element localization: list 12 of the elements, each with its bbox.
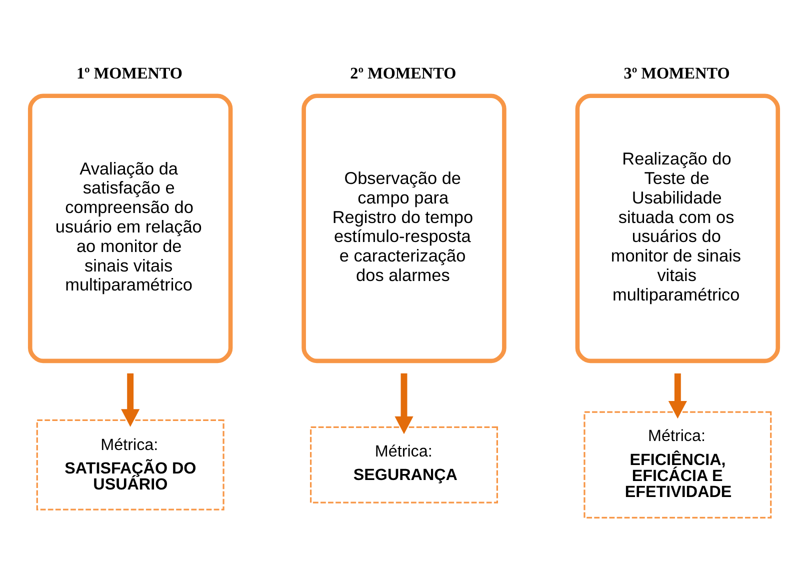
node-label: 1º MOMENTO [76, 65, 182, 82]
arrow [394, 372, 414, 434]
node-box: Métrica: SATISFAÇÃO DO USUÁRIO [36, 418, 224, 510]
node-box: Métrica: EFICIÊNCIA, EFICÁCIA E EFETIVIDADE [584, 410, 772, 518]
arrow [668, 372, 687, 418]
node-box: Observação de campo para Registro do tempo estímulo-resposta e caracterização dos alarmes [302, 93, 506, 363]
node-box: Realização do Teste de Usabilidade situada com os usuários do monitor de sinais vitais multiparamétrico [575, 93, 780, 363]
node-box: Métrica: SEGURANÇA [310, 426, 498, 503]
arrow [121, 372, 140, 426]
node-box: Avaliação da satisfação e compreensão do usuário em relação ao monitor de sinais vitais multiparamétrico [28, 93, 233, 363]
node-label: 2º MOMENTO [350, 65, 456, 82]
node-label: 3º MOMENTO [624, 65, 730, 82]
